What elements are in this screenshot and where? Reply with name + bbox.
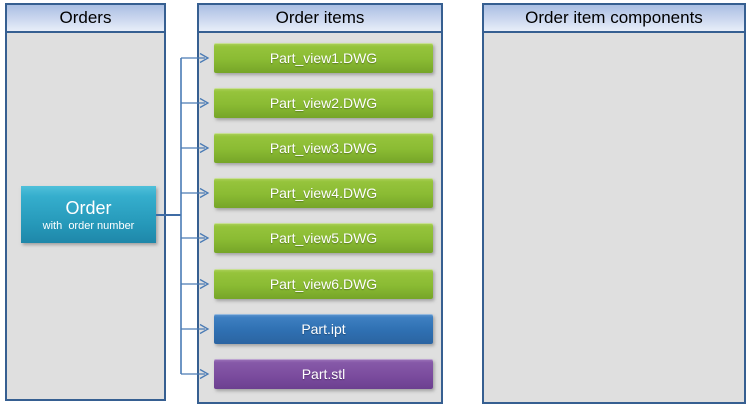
item-part-view6-dwg: Part_view6.DWG bbox=[214, 269, 433, 299]
item-part-view2-dwg: Part_view2.DWG bbox=[214, 88, 433, 118]
panel-order-items-header: Order items bbox=[199, 5, 441, 33]
panel-orders-title: Orders bbox=[59, 8, 112, 27]
panel-orders-header: Orders bbox=[7, 5, 164, 33]
item-part-stl: Part.stl bbox=[214, 359, 433, 389]
panel-order-item-components-header: Order item components bbox=[484, 5, 744, 33]
item-part-view5-dwg: Part_view5.DWG bbox=[214, 223, 433, 253]
item-part-view1-dwg: Part_view1.DWG bbox=[214, 43, 433, 73]
order-node-subtitle: with order number bbox=[42, 219, 135, 232]
panel-order-items-title: Order items bbox=[275, 8, 365, 27]
order-node: Order with order number bbox=[21, 186, 156, 243]
panel-order-item-components: Order item components bbox=[482, 3, 746, 404]
panel-order-item-components-title: Order item components bbox=[525, 8, 703, 27]
order-node-title: Order bbox=[65, 197, 112, 218]
item-part-view4-dwg: Part_view4.DWG bbox=[214, 178, 433, 208]
item-part-ipt: Part.ipt bbox=[214, 314, 433, 344]
item-part-view3-dwg: Part_view3.DWG bbox=[214, 133, 433, 163]
